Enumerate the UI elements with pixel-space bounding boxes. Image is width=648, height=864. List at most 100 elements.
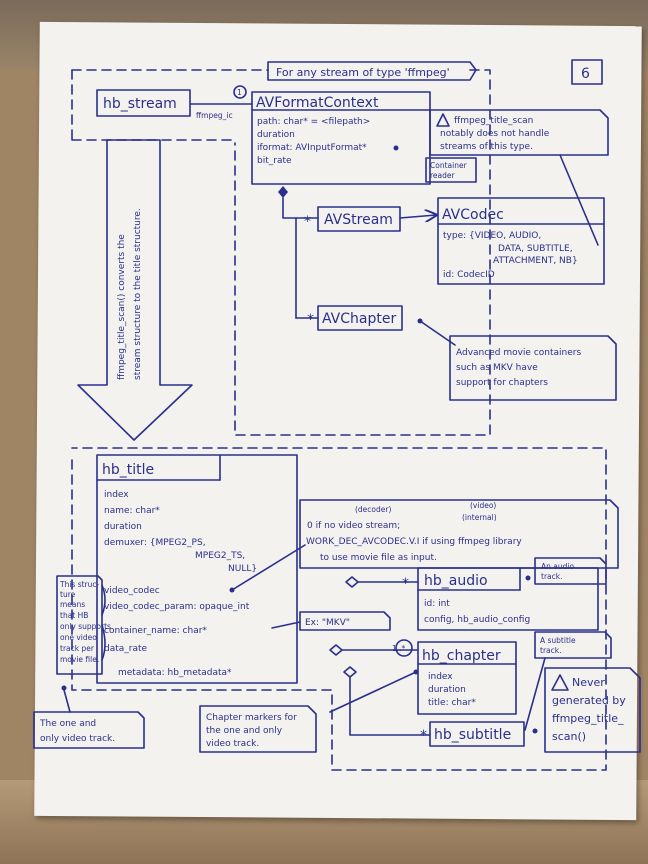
hb-audio-config: config, hb_audio_config [424,615,530,625]
hb-title-index: index [104,490,129,500]
video-note-internal: (internal) [462,513,497,522]
warning-top-note [429,109,609,156]
avformat-field-path: path: char* = <filepath> [257,117,370,127]
avformat-field-bitrate: bit_rate [257,156,292,166]
page-number: 6 [581,66,590,82]
avchapter-label: AVChapter [322,311,396,327]
hb-title-label: hb_title [102,462,154,478]
never-line1: Never [572,676,605,689]
left-note-line3: means [60,600,85,609]
hb-stream-box [96,89,191,117]
avcodec-title: AVCodec [442,207,504,223]
hb-chapter-index: index [428,672,453,682]
hb-subtitle-box [429,721,525,747]
video-track-line1: The one and [39,719,96,729]
hb-chapter-title: hb_chapter [422,648,501,664]
avcodec-type-3: ATTACHMENT, NB} [493,256,578,266]
conversion-text-line2: stream structure to the title structure. [133,208,143,380]
chapter-support-line1: Advanced movie containers [456,348,581,358]
hb-title-region-border [71,447,607,771]
hb-subtitle-label: hb_subtitle [434,727,511,743]
multiplicity-avchapter: * [307,312,314,328]
chapter-support-line3: support for chapters [456,378,548,388]
hb-title-name: name: char* [104,506,160,516]
hb-title-box [96,454,298,684]
multiplicity-one: 1 [237,88,242,97]
left-note-line4: that HB [60,611,88,620]
warning-icon-2 [551,674,569,691]
ffmpeg-region-border [71,69,491,436]
container-reader-line2: reader [430,171,456,180]
page-number-box [571,59,603,85]
chapter-support-line2: such as MKV have [456,363,538,373]
hb-title-video-codec: video_codec [104,586,160,596]
video-note-line3: to use movie file as input. [320,553,437,563]
never-generated-note [544,667,641,753]
container-reader-line1: Container [430,161,468,170]
video-track-line2: only video track. [40,734,115,744]
left-note-line7: track per [60,644,95,653]
hb-title-demuxer-3: NULL} [228,564,257,574]
top-note-box [267,61,477,81]
hb-stream-label: hb_stream [103,96,177,112]
avstream-box [317,206,401,232]
ex-mkv-text: Ex: "MKV" [305,618,350,628]
audio-note-line1: An audio [541,562,574,571]
left-note-line1: This struc- [59,580,100,589]
multiplicity-avstream: * [304,214,311,230]
video-track-note [33,711,145,749]
avcodec-id: id: CodecID [443,270,495,280]
top-note: For any stream of type 'ffmpeg' [276,66,450,79]
hb-chapter-title-field: title: char* [428,698,476,708]
never-line4: scan() [552,730,586,743]
hb-title-demuxer: demuxer: {MPEG2_PS, [104,538,206,548]
audio-note [534,557,607,585]
audio-note-line2: track. [541,572,562,581]
chapter-markers-note [199,705,317,753]
video-note-decoder: (decoder) [355,505,391,514]
never-line2: generated by [552,694,626,707]
avchapter-box [317,305,403,331]
hb-chapter-duration: duration [428,685,466,695]
video-note-line1: 0 if no video stream; [307,521,400,531]
container-reader-box [425,157,477,183]
hb-title-video-codec-param: video_codec_param: opaque_int [104,602,250,612]
hb-title-demuxer-2: MPEG2_TS, [195,551,245,561]
never-line3: ffmpeg_title_ [552,712,624,725]
hb-stream-link-label: ffmpeg_ic [196,111,233,120]
avformat-field-iformat: iformat: AVInputFormat* [257,143,367,153]
hb-title-duration: duration [104,522,142,532]
avcodec-box [437,197,605,285]
multiplicity-subtitle: * [420,728,427,744]
conversion-arrow [77,139,193,441]
multiplicity-audio: * [402,576,409,592]
video-note-video: (video) [470,501,496,510]
warning-top-line2: notably does not handle [440,129,550,139]
subtitle-note-line1: A subtitle [540,636,576,645]
avformat-field-duration: duration [257,130,295,140]
hb-title-metadata: metadata: hb_metadata* [118,668,232,678]
avformat-title: AVFormatContext [256,95,379,111]
chapter-markers-line2: the one and only [206,726,283,736]
video-note-line2: WORK_DEC_AVCODEC.V.I if using ffmpeg lib… [306,537,522,547]
left-note-line2: ture [60,590,76,599]
left-note-line6: one video [60,633,97,642]
left-note-line5: only supports [60,622,111,631]
left-note-line8: movie file. [60,655,99,664]
avcodec-type-2: DATA, SUBTITLE, [498,244,573,254]
avstream-label: AVStream [324,212,393,228]
avcodec-type-1: type: {VIDEO, AUDIO, [443,231,541,241]
warning-icon [436,113,450,127]
warning-top-line3: streams of this type. [440,142,533,152]
ex-mkv-note [299,611,391,631]
multiplicity-chapter: 1..* [392,644,406,653]
video-codec-note [299,499,619,569]
chapter-markers-line1: Chapter markers for [206,713,297,723]
chapter-support-note [449,335,617,401]
warning-top-line1: ffmpeg_title_scan [454,116,533,126]
subtitle-note [534,631,612,659]
hb-title-data-rate: data_rate [104,644,148,654]
hb-audio-title: hb_audio [424,573,488,589]
